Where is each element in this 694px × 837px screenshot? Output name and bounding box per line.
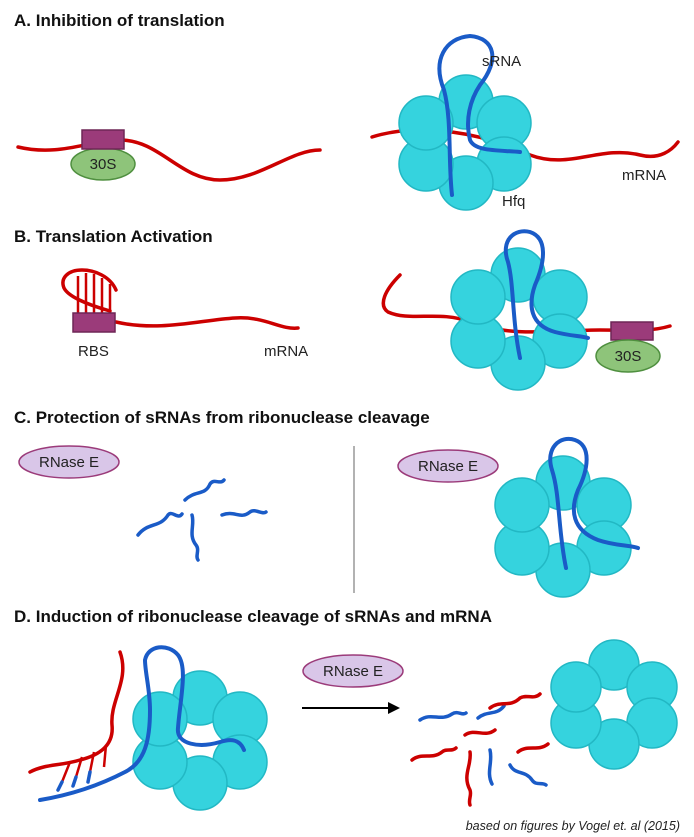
base-pair-line bbox=[60, 761, 72, 783]
ribosome-30s-label: 30S bbox=[90, 156, 117, 173]
srna-fragment bbox=[220, 508, 268, 517]
mrna-fragment bbox=[410, 746, 458, 762]
mrna-strand bbox=[16, 138, 322, 182]
hfq-hexamer bbox=[450, 247, 588, 391]
section-d-title: D. Induction of ribonuclease cleavage of… bbox=[14, 607, 492, 626]
mrna-fragment bbox=[488, 692, 542, 710]
section-c: RNase E RNase E bbox=[18, 436, 640, 598]
section-d: RNase E bbox=[28, 639, 678, 811]
hfq-subunit bbox=[494, 477, 550, 533]
ribosome-30s-label: 30S bbox=[615, 348, 642, 365]
rna-fragments bbox=[410, 692, 550, 807]
hfq-label: Hfq bbox=[502, 193, 525, 210]
srna-strand bbox=[38, 645, 246, 802]
srna-strand bbox=[548, 436, 640, 570]
hfq-hexamer bbox=[132, 670, 268, 811]
source-caption: based on figures by Vogel et. al (2015) bbox=[466, 819, 680, 833]
base-pair-line bbox=[74, 756, 84, 778]
hfq-subunit bbox=[132, 691, 188, 747]
srna-fragment bbox=[487, 748, 494, 786]
rnase-e-label: RNase E bbox=[418, 458, 478, 475]
rbs-box bbox=[81, 129, 125, 150]
srna-fragment bbox=[183, 478, 226, 502]
rbs-box bbox=[72, 312, 116, 333]
mrna-hairpin bbox=[61, 268, 118, 313]
mrna-fragment bbox=[463, 728, 497, 737]
srna-strand bbox=[503, 229, 590, 360]
hfq-hexamer bbox=[494, 455, 632, 598]
srna-fragment bbox=[418, 710, 468, 722]
hfq-hexamer bbox=[398, 74, 532, 211]
section-c-title: C. Protection of sRNAs from ribonuclease… bbox=[14, 408, 430, 427]
ribosome-30s bbox=[595, 339, 661, 373]
mrna-label: mRNA bbox=[622, 167, 666, 184]
hfq-hexamer-free bbox=[550, 639, 678, 770]
rbs-label: RBS bbox=[78, 343, 109, 360]
base-pair-line bbox=[86, 770, 92, 784]
srna-fragment bbox=[508, 763, 548, 787]
srna-fragment bbox=[476, 704, 506, 720]
rnase-e bbox=[18, 445, 120, 479]
mrna-fragment bbox=[465, 750, 473, 807]
hfq-subunit bbox=[550, 661, 602, 713]
rnase-e-label: RNase E bbox=[39, 454, 99, 471]
mrna-fragment bbox=[516, 742, 550, 754]
hfq-subunit bbox=[450, 269, 506, 325]
rbs-box bbox=[610, 321, 654, 341]
srna-label: sRNA bbox=[482, 53, 521, 70]
base-pair-line bbox=[56, 780, 64, 792]
srna-fragments bbox=[136, 478, 268, 562]
base-pair-line bbox=[102, 744, 108, 768]
rnase-e-label: RNase E bbox=[323, 663, 383, 680]
section-b-title: B. Translation Activation bbox=[14, 227, 213, 246]
arrow-head bbox=[388, 702, 400, 714]
duplex-base-pairs bbox=[56, 744, 108, 792]
mrna-strand bbox=[28, 650, 125, 774]
mrna-label: mRNA bbox=[264, 343, 308, 360]
section-a: 30S sRNA mRNA Hfq bbox=[16, 33, 680, 211]
rnase-e bbox=[302, 654, 404, 688]
base-pair-line bbox=[71, 775, 78, 788]
srna-strand bbox=[437, 33, 522, 197]
rnase-e bbox=[397, 449, 499, 483]
section-a-title: A. Inhibition of translation bbox=[14, 11, 225, 30]
hfq-subunit bbox=[398, 95, 454, 151]
base-pair-line bbox=[88, 751, 96, 773]
srna-fragment bbox=[136, 511, 184, 537]
section-b: RBS mRNA 30S bbox=[61, 229, 672, 391]
srna-fragment bbox=[190, 513, 200, 562]
mrna-strand bbox=[114, 316, 300, 330]
